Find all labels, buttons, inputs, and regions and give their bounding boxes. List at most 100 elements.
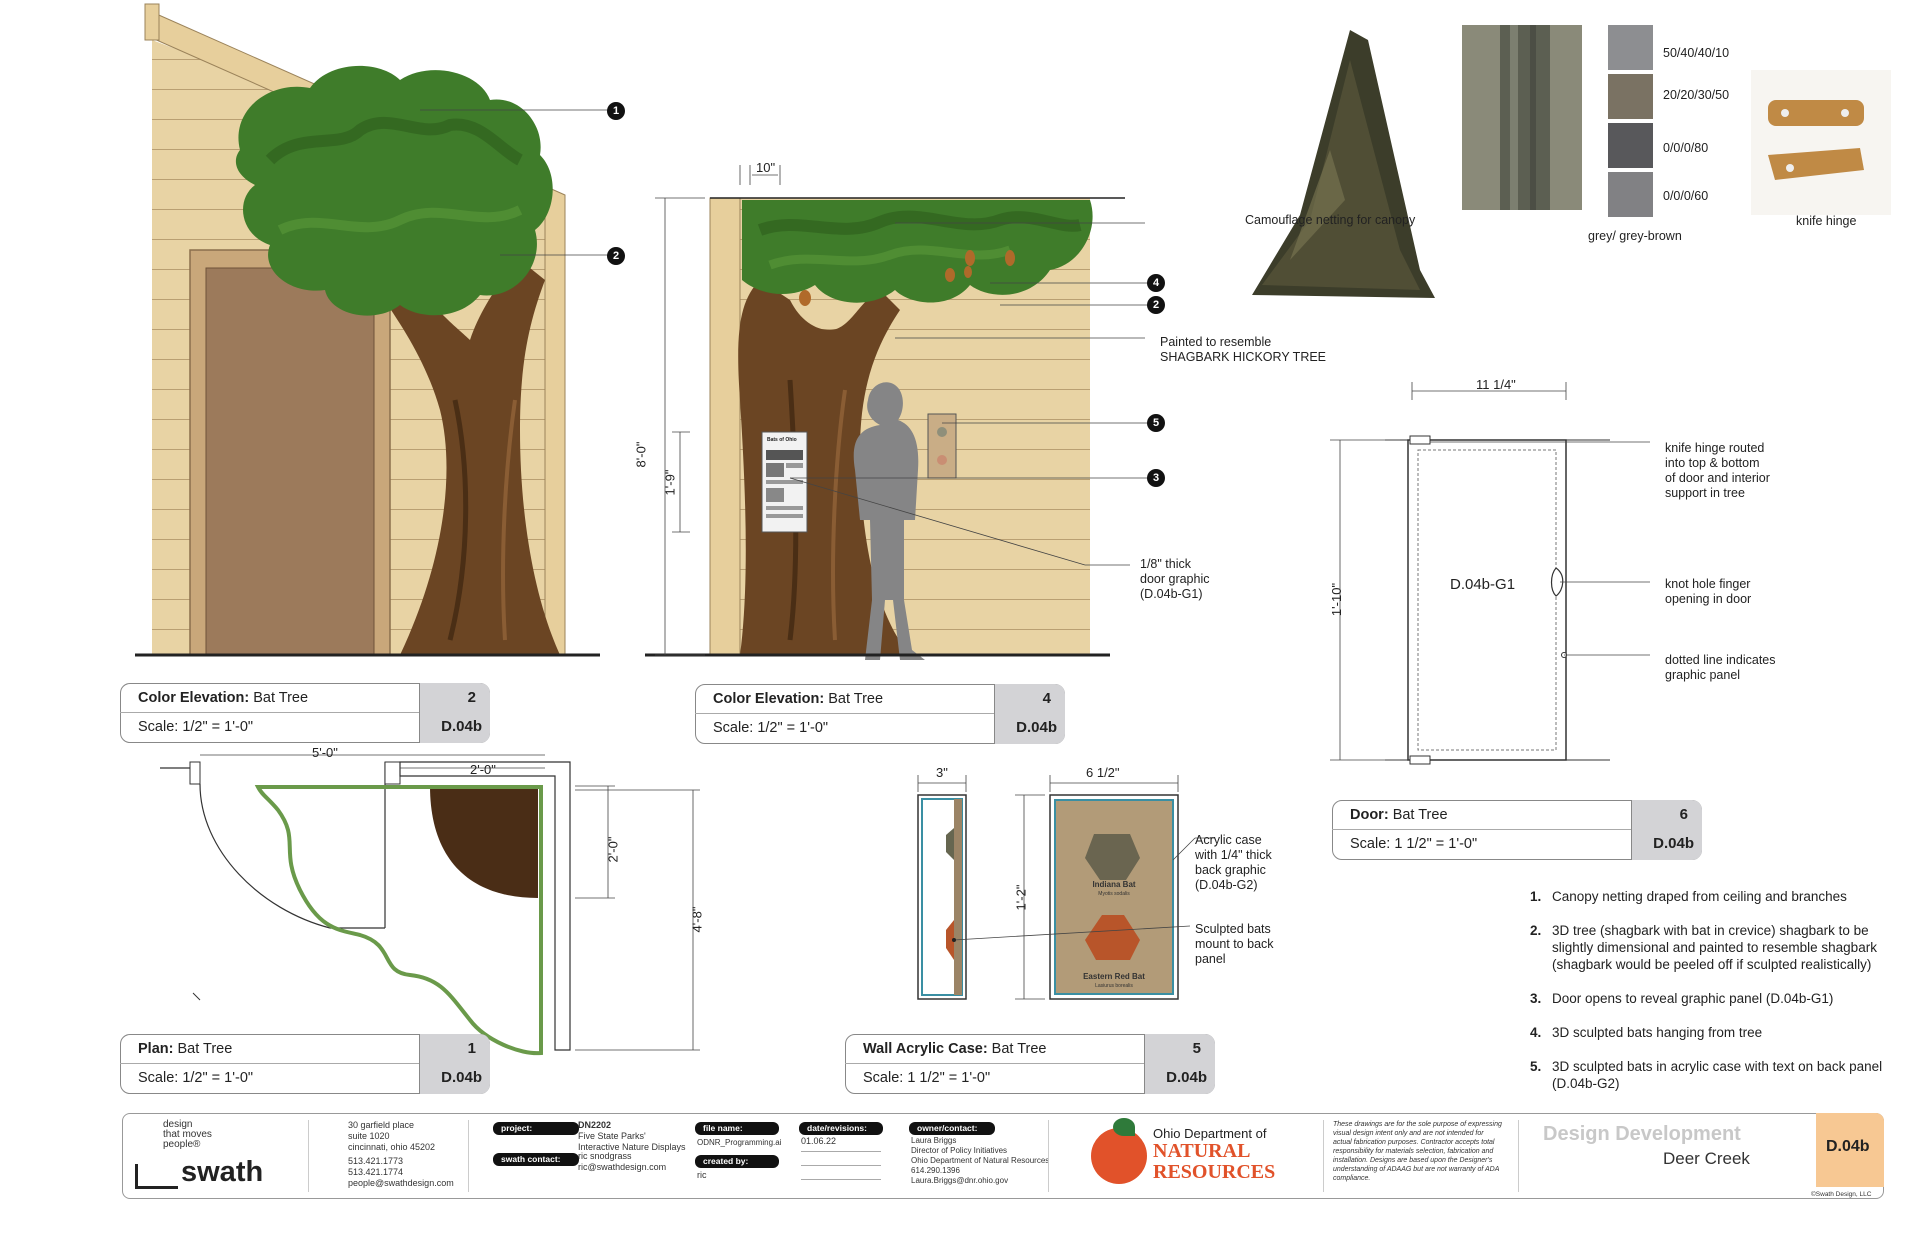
legend-num-5: 5. [1530, 1059, 1542, 1074]
odnr-logo-icon [1091, 1128, 1147, 1184]
date-label: date/revisions: [799, 1122, 883, 1135]
bat1-name: Indiana Bat [1092, 880, 1136, 889]
legend-text-1: Canopy netting draped from ceiling and b… [1552, 889, 1847, 904]
swatch-1 [1608, 25, 1653, 70]
divider [1323, 1120, 1324, 1192]
sheet-number: D.04b [1826, 1138, 1870, 1155]
created-by: ric [697, 1170, 707, 1180]
swatch-2 [1608, 74, 1653, 119]
caption-canopy: Camouflage netting for canopy [1245, 213, 1416, 227]
dim-3: 3" [936, 765, 948, 780]
scale-4: Scale: 1/2" = 1'-0" [713, 720, 829, 736]
scale-6: Scale: 1 1/2" = 1'-0" [1350, 836, 1478, 852]
legend-item-1: 1. Canopy netting draped from ceiling and… [1530, 888, 1890, 905]
swath-email: people@swathdesign.com [348, 1178, 454, 1188]
divider [1048, 1120, 1049, 1192]
owner-label: owner/contact: [909, 1122, 995, 1135]
dim-11-quarter: 11 1/4" [1476, 377, 1516, 392]
legend-item-5: 5. 3D sculpted bats in acrylic case with … [1530, 1058, 1890, 1092]
acrylic-case-5 [917, 775, 1215, 1000]
callout-5: 5 [1147, 414, 1165, 432]
swatch-4-label: 0/0/0/60 [1663, 189, 1709, 203]
scale-5: Scale: 1 1/2" = 1'-0" [863, 1070, 991, 1086]
elevation-4 [645, 165, 1148, 660]
title-box-4: Color Elevation: Bat Tree Scale: 1/2" = … [695, 684, 1065, 744]
note-knot-hole: knot hole finger opening in door [1665, 577, 1752, 606]
door-panel-label: D.04b-G1 [1450, 576, 1516, 593]
sheet-1: D.04b [441, 1069, 482, 1086]
view-number-4: 4 [1042, 690, 1051, 707]
legend-num-3: 3. [1530, 991, 1542, 1006]
swath-phone2: 513.421.1774 [348, 1167, 404, 1177]
legend-text-2: 3D tree (shagbark with bat in crevice) s… [1552, 923, 1877, 972]
title-5-rest: Bat Tree [987, 1041, 1047, 1057]
sheet-4: D.04b [1016, 719, 1057, 736]
project-number: DN2202 [578, 1120, 612, 1130]
note-shagbark: Painted to resemble SHAGBARK HICKORY TRE… [1160, 335, 1327, 364]
swath-arrow-icon [135, 1164, 178, 1189]
bat1-latin: Myotis sodalis [1098, 891, 1130, 897]
title-block: design that moves people® swath 30 garfi… [122, 1113, 1884, 1199]
door-graphic-title: Bats of Ohio [767, 437, 797, 443]
swatch-3 [1608, 123, 1653, 168]
callout-1: 1 [607, 102, 625, 120]
title-2-rest: Bat Tree [249, 690, 309, 706]
caption-swatches: grey/ grey-brown [1588, 229, 1682, 243]
title-2-bold: Color Elevation: [138, 690, 250, 706]
title-6-rest: Bat Tree [1388, 807, 1448, 823]
bat2-name: Eastern Red Bat [1083, 972, 1145, 981]
legend-item-3: 3. Door opens to reveal graphic panel (D.… [1530, 990, 1890, 1007]
legend-item-4: 4.3D sculpted bats hanging from tree [1530, 1024, 1890, 1041]
swath-phone1: 513.421.1773 [348, 1156, 404, 1166]
swath-tagline: design that moves people® [163, 1119, 212, 1150]
swatch-4 [1608, 172, 1653, 217]
note-sculpted: Sculpted bats mount to back panel [1195, 922, 1274, 966]
legend-num-2: 2. [1530, 923, 1542, 938]
legend-text-5: 3D sculpted bats in acrylic case with te… [1552, 1059, 1883, 1091]
view-number-1: 1 [467, 1040, 476, 1057]
title-1-rest: Bat Tree [173, 1041, 233, 1057]
divider [308, 1120, 309, 1192]
created-by-label: created by: [695, 1155, 779, 1168]
copyright: ©Swath Design, LLC [1811, 1191, 1872, 1198]
swath-address: 30 garfield place suite 1020 cincinnati,… [348, 1120, 436, 1152]
sheet-2: D.04b [441, 718, 482, 735]
dim-8-0: 8'-0" [633, 441, 649, 468]
sheet-5: D.04b [1166, 1069, 1207, 1086]
material-images [1252, 25, 1891, 298]
elevation-2 [135, 3, 608, 657]
dim-10: 10" [756, 160, 776, 175]
legend-text-3: Door opens to reveal graphic panel (D.04… [1552, 991, 1834, 1006]
location: Deer Creek [1663, 1149, 1750, 1168]
plan-1 [160, 754, 700, 1056]
revision-line [801, 1165, 881, 1166]
legend-num-1: 1. [1530, 889, 1542, 904]
owner-contact: Laura Briggs Director of Policy Initiati… [911, 1136, 1050, 1185]
caption-hinge: knife hinge [1796, 214, 1857, 228]
view-number-5: 5 [1192, 1040, 1201, 1057]
title-box-6: Door: Bat Tree Scale: 1 1/2" = 1'-0" 6 D… [1332, 800, 1702, 860]
note-dotted-line: dotted line indicates graphic panel [1665, 653, 1776, 682]
callout-2: 2 [607, 247, 625, 265]
swatch-2-label: 20/20/30/50 [1663, 88, 1730, 102]
callout-4: 4 [1147, 274, 1165, 292]
project-label: project: [493, 1122, 579, 1135]
legend-item-2: 2. 3D tree (shagbark with bat in crevice)… [1530, 922, 1890, 973]
door-6 [1330, 382, 1650, 765]
note-knife-hinge: knife hinge routed into top & bottom of … [1665, 441, 1770, 500]
disclaimer: These drawings are for the sole purpose … [1333, 1121, 1502, 1182]
swath-logo: swath [181, 1156, 264, 1188]
title-1-bold: Plan: [138, 1041, 174, 1057]
revision-line [801, 1151, 881, 1152]
note-door-graphic: 1/8" thick door graphic (D.04b-G1) [1140, 557, 1210, 601]
title-4-rest: Bat Tree [824, 691, 884, 707]
file-name: ODNR_Programming.ai [697, 1138, 782, 1147]
dim-1-2: 1'-2" [1013, 884, 1029, 911]
swath-contact-label: swath contact: [493, 1153, 579, 1166]
legend-num-4: 4. [1530, 1025, 1542, 1040]
dim-5-0: 5'-0" [312, 745, 338, 760]
title-4-bold: Color Elevation: [713, 691, 825, 707]
title-box-5: Wall Acrylic Case: Bat Tree Scale: 1 1/2… [845, 1034, 1215, 1094]
date: 01.06.22 [801, 1136, 837, 1146]
